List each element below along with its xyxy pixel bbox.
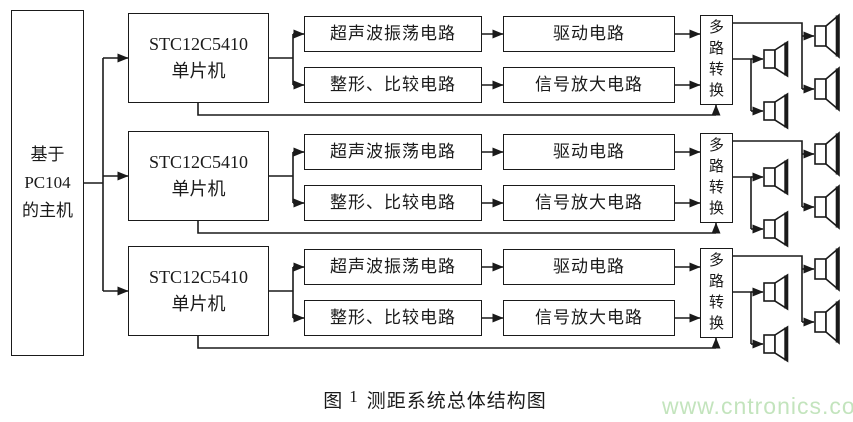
- figure-number: 1: [349, 387, 359, 406]
- site-watermark: www.cntronics.com: [662, 393, 853, 419]
- amplifier-box: 信号放大电路: [503, 67, 675, 103]
- mcu-box: STC12C5410 单片机: [128, 246, 269, 336]
- figure-title: 测距系统总体结构图: [366, 391, 547, 412]
- mux-box: 多路转换: [700, 133, 733, 223]
- amplifier-label: 信号放大电路: [535, 307, 643, 327]
- mcu-label-line: 单片机: [171, 61, 226, 81]
- mcu-label-line: STC12C5410: [148, 34, 249, 54]
- ultrasonic-transducer-icon: [813, 184, 841, 230]
- host-label-line: 的主机: [22, 201, 73, 220]
- amplifier-box: 信号放大电路: [503, 300, 675, 336]
- ultrasonic-transducer-icon: [813, 66, 841, 112]
- host-box: 基于 PC104 的主机: [11, 10, 84, 356]
- ultrasonic-transducer-icon: [762, 40, 790, 78]
- channel-group-wires: [103, 246, 841, 363]
- driver-box: 驱动电路: [503, 134, 675, 170]
- host-label-line: 基于: [30, 145, 65, 164]
- oscillator-box: 超声波振荡电路: [304, 16, 482, 52]
- oscillator-label: 超声波振荡电路: [330, 23, 456, 43]
- amplifier-box: 信号放大电路: [503, 185, 675, 221]
- shaper-label: 整形、比较电路: [330, 74, 456, 94]
- mcu-box: STC12C5410 单片机: [128, 131, 269, 221]
- oscillator-box: 超声波振荡电路: [304, 134, 482, 170]
- driver-label: 驱动电路: [553, 141, 625, 161]
- mcu-label-line: 单片机: [171, 294, 226, 314]
- mux-box: 多路转换: [700, 248, 733, 338]
- mux-box: 多路转换: [700, 15, 733, 105]
- driver-box: 驱动电路: [503, 249, 675, 285]
- amplifier-label: 信号放大电路: [535, 192, 643, 212]
- oscillator-label: 超声波振荡电路: [330, 141, 456, 161]
- host-label-line: PC104: [24, 173, 71, 192]
- ultrasonic-transducer-icon: [813, 131, 841, 177]
- ultrasonic-transducer-icon: [813, 246, 841, 292]
- mcu-label-line: STC12C5410: [148, 152, 249, 172]
- ultrasonic-transducer-icon: [813, 299, 841, 345]
- shaper-label: 整形、比较电路: [330, 307, 456, 327]
- mux-label: 多路转换: [708, 138, 724, 217]
- driver-label: 驱动电路: [553, 256, 625, 276]
- mux-label: 多路转换: [708, 253, 724, 332]
- driver-box: 驱动电路: [503, 16, 675, 52]
- mcu-label-line: STC12C5410: [148, 267, 249, 287]
- mcu-label-line: 单片机: [171, 179, 226, 199]
- ultrasonic-transducer-icon: [762, 92, 790, 130]
- host-trunk-line: [84, 58, 104, 291]
- shaper-box: 整形、比较电路: [304, 185, 482, 221]
- shaper-box: 整形、比较电路: [304, 300, 482, 336]
- shaper-box: 整形、比较电路: [304, 67, 482, 103]
- ultrasonic-transducer-icon: [762, 158, 790, 196]
- amplifier-label: 信号放大电路: [535, 74, 643, 94]
- mcu-box: STC12C5410 单片机: [128, 13, 269, 103]
- ultrasonic-transducer-icon: [762, 325, 790, 363]
- oscillator-box: 超声波振荡电路: [304, 249, 482, 285]
- channel-group-wires: [103, 131, 841, 248]
- figure-label: 图: [323, 391, 344, 412]
- channel-group-wires: [103, 13, 841, 130]
- ultrasonic-transducer-icon: [762, 273, 790, 311]
- driver-label: 驱动电路: [553, 23, 625, 43]
- shaper-label: 整形、比较电路: [330, 192, 456, 212]
- ultrasonic-transducer-icon: [813, 13, 841, 59]
- mux-label: 多路转换: [708, 20, 724, 99]
- ultrasonic-transducer-icon: [762, 210, 790, 248]
- oscillator-label: 超声波振荡电路: [330, 256, 456, 276]
